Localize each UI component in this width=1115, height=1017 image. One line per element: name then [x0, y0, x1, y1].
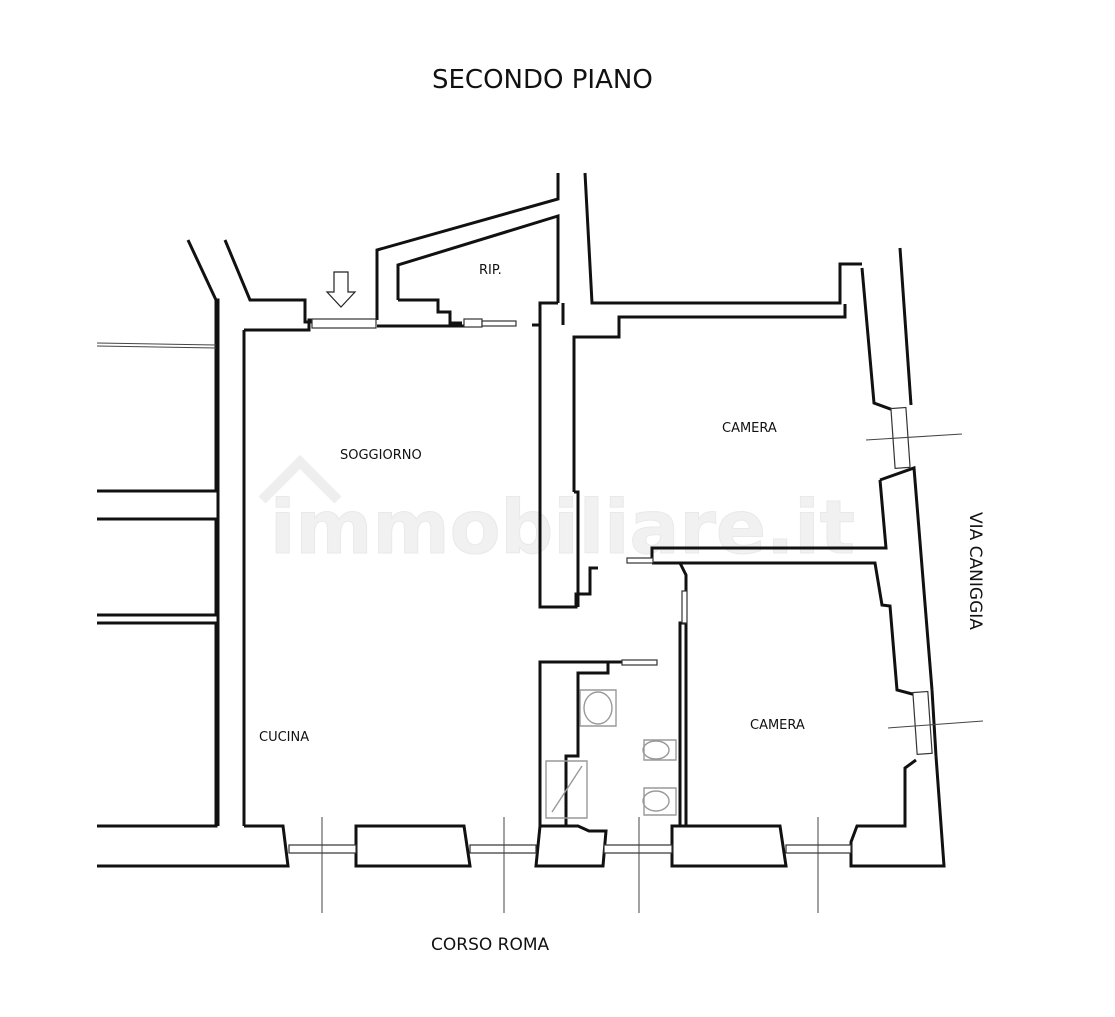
shower-icon — [545, 760, 588, 819]
camera-top-door — [626, 557, 654, 564]
openings — [288, 318, 984, 913]
rip-door-leaf — [481, 320, 517, 327]
entrance-door — [311, 318, 377, 329]
entrance-arrow-icon — [325, 271, 357, 308]
neighbour-walls — [96, 239, 218, 828]
street-label-south: CORSO ROMA — [431, 935, 549, 955]
street-label-east: VIA CANIGGIA — [965, 512, 985, 630]
main-walls — [97, 172, 946, 868]
watermark-text: immobiliare.it — [270, 485, 855, 571]
rip-door — [463, 318, 483, 328]
camera-bottom-door — [681, 590, 688, 624]
plan-title: SECONDO PIANO — [432, 65, 653, 95]
window-cucina — [469, 844, 537, 854]
window-bagno — [603, 844, 673, 854]
window-camera-bottom-east — [912, 690, 933, 756]
room-label-cucina: CUCINA — [259, 730, 309, 745]
sink-icon — [579, 689, 617, 727]
watermark: immobiliare.it — [258, 454, 855, 572]
room-label-camera-bottom: CAMERA — [750, 718, 805, 733]
room-label-rip: RIP. — [479, 263, 502, 278]
room-label-camera-top: CAMERA — [722, 421, 777, 436]
bathroom-fixtures — [545, 689, 677, 819]
room-label-soggiorno: SOGGIORNO — [340, 448, 422, 463]
bath-door — [621, 659, 658, 666]
